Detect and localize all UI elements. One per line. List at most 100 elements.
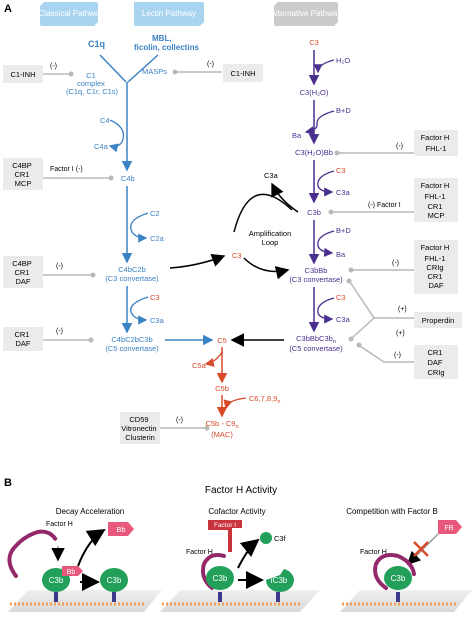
bb-release-arrow — [77, 528, 106, 567]
reg-dot-prop-2 — [348, 336, 354, 342]
lectin-pathway-header: Lectin Pathway — [134, 2, 204, 26]
c3bbb-label: C3bBb — [305, 266, 328, 275]
c1q-label: C1q — [88, 39, 105, 49]
classical-pathway-header: Classical Pathway — [39, 2, 103, 26]
c1q-branch — [99, 54, 127, 83]
svg-text:C4BP CR1 MCP: C4BP CR1 MCP — [12, 161, 34, 188]
reg-dot-4 — [88, 337, 94, 343]
classical-c3-convertase: (C3 convertase) — [105, 274, 159, 283]
reg-c4bp-cr1-mcp: C4BP CR1 MCP — [3, 158, 43, 190]
classical-to-loop — [169, 254, 226, 269]
classical-c5-convertase: (C5 convertase) — [105, 344, 159, 353]
loop-label-1: Amplification — [249, 229, 292, 238]
minus-4: (-) — [56, 328, 63, 335]
loop-top-arc — [233, 193, 293, 233]
reg-cr1-daf: CR1 DAF — [3, 327, 43, 351]
factor-h-chain-3 — [373, 553, 416, 590]
reg-line-r5 — [359, 345, 414, 363]
reg-dot-r3 — [348, 267, 354, 273]
svg-text:Bb: Bb — [116, 525, 125, 534]
bd2-arrow — [317, 230, 335, 257]
reg-dot-prop-1 — [346, 278, 352, 284]
svg-text:Alternative Pathway: Alternative Pathway — [271, 9, 342, 18]
reg-cd59: CD59 Vitronectin Clusterin — [120, 412, 160, 444]
c5b-c9-label: C5b - C9n — [205, 419, 238, 430]
properdin-line-down — [351, 317, 375, 339]
bd2-label: B+D — [336, 226, 351, 235]
loop-c3-to-c3bbb — [243, 257, 290, 280]
svg-text:FB: FB — [445, 525, 454, 532]
c4-cleavage-arrow — [108, 119, 125, 153]
alt-c3-label: C3 — [309, 38, 319, 47]
panel-a-label: A — [4, 3, 12, 15]
c2-label: C2 — [150, 209, 160, 218]
membrane-2 — [160, 590, 320, 612]
factor-i: Factor I — [208, 520, 242, 552]
reg-fh-fhl1: Factor H FHL-1 — [414, 130, 458, 156]
minus-r3: (-) — [392, 260, 399, 267]
membrane-1 — [8, 590, 162, 612]
c3b-label: C3b — [307, 208, 321, 217]
loop-c3b-to-c3a — [271, 182, 299, 213]
minus-1: (-) — [50, 63, 57, 70]
c5a-arrow — [204, 351, 223, 367]
decay-acceleration-title: Decay Acceleration — [56, 507, 124, 516]
reg-dot-5 — [204, 425, 210, 431]
reg-fh-fhl1-cr1-mcp: Factor H FHL-1 CR1 MCP — [414, 178, 458, 222]
c5b-label: C5b — [215, 384, 229, 393]
alt-c3a-3-label: C3a — [336, 315, 351, 324]
mbl-label: MBL, — [152, 34, 172, 43]
panel-b-title: Factor H Activity — [205, 485, 277, 496]
reg-fh-fhl1-crig-cr1-daf: Factor H FHL-1 CRIg CR1 DAF — [414, 240, 458, 294]
svg-text:CR1 DAF CRIg: CR1 DAF CRIg — [427, 348, 444, 377]
c6789-label: C6,7,8,9n — [249, 394, 280, 405]
reg-dot-3 — [90, 272, 96, 278]
classical-c3a-label: C3a — [150, 316, 165, 325]
svg-text:Factor I: Factor I — [214, 522, 236, 529]
reg-dot-masps — [172, 69, 178, 75]
bb-bound-1: Bb — [62, 566, 83, 576]
c2a-label: C2a — [150, 234, 165, 243]
lectin-branch — [127, 54, 159, 83]
alt-c3-convertase: (C3 convertase) — [289, 275, 343, 284]
reg-dot-r1 — [334, 150, 340, 156]
factor-b: FB — [438, 520, 462, 534]
c4bc2b-label: C4bC2b — [118, 265, 146, 274]
c2-cleavage-arrow — [130, 212, 149, 243]
reg-dot-r2 — [328, 209, 334, 215]
factor-h-label-3: Factor H — [360, 549, 387, 556]
block-x-icon — [413, 541, 429, 557]
bd1-arrow — [304, 110, 335, 136]
fb-blocked-arrow — [406, 533, 439, 566]
minus-r5: (-) — [394, 352, 401, 359]
c3f: C3f — [260, 532, 287, 544]
alt-c3-3-arrow — [317, 297, 335, 324]
cofactor-activity-title: Cofactor Activity — [208, 507, 265, 516]
reg-dot-r5 — [356, 342, 362, 348]
bb-free: Bb — [108, 522, 134, 536]
svg-text:C3f: C3f — [274, 534, 287, 543]
minus-5: (-) — [176, 417, 183, 424]
factor-h-label-2: Factor H — [186, 549, 213, 556]
svg-text:Factor H FHL-1 CRI: Factor H FHL-1 CRIg CR1 DAF — [421, 243, 452, 290]
reg-cr1-daf-crig: CR1 DAF CRIg — [414, 345, 458, 379]
svg-text:Lectin Pathway: Lectin Pathway — [142, 9, 196, 18]
h2o-label: H₂O — [336, 56, 350, 65]
classical-c3-cleavage — [130, 296, 149, 325]
competition-title: Competition with Factor B — [346, 507, 438, 516]
factor-i-right: (-)Factor I — [368, 202, 401, 209]
masps-label: MASPs — [142, 67, 167, 76]
panel-b-label: B — [4, 477, 12, 489]
factor-h-label-1: Factor H — [46, 521, 73, 528]
c4a-label: C4a — [94, 142, 109, 151]
ic3b: iC3b — [266, 569, 294, 602]
svg-text:CD59 Vitronectin C: CD59 Vitronectin Clusterin — [121, 415, 158, 442]
c3bbbc3b-label: C3bBbC3bn — [296, 334, 336, 345]
minus-r1: (-) — [396, 143, 403, 150]
mac-label: (MAC) — [211, 430, 233, 439]
factor-h-chain-1 — [7, 529, 58, 578]
svg-text:Factor H FHL-1 CR1: Factor H FHL-1 CR1 MCP — [421, 181, 452, 220]
loop-label-2: Loop — [262, 238, 279, 247]
c5-label: C5 — [217, 336, 227, 345]
alt-c3a-2-label: C3a — [336, 188, 351, 197]
